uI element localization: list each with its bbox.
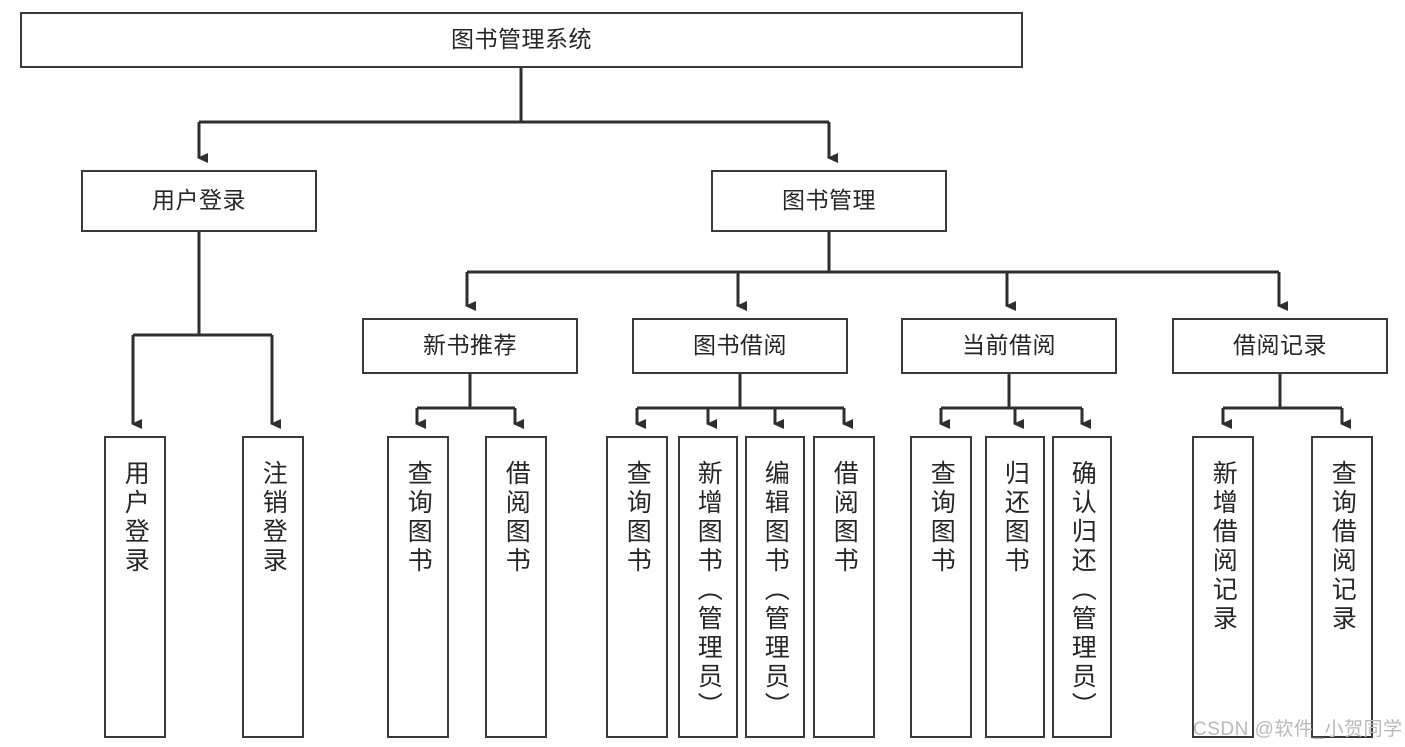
node-leaf-logout-label: 注销登录 <box>259 460 288 576</box>
node-leaf-user-login[interactable]: 用户登录 <box>104 436 166 738</box>
node-borrow-record[interactable]: 借阅记录 <box>1172 318 1388 374</box>
node-user-login-label: 用户登录 <box>152 187 246 214</box>
node-current-borrow[interactable]: 当前借阅 <box>901 318 1117 374</box>
node-leaf-query-book-2[interactable]: 查询图书 <box>606 436 668 738</box>
node-borrow-record-label: 借阅记录 <box>1233 332 1327 359</box>
node-leaf-edit-book-label: 编辑图书（管理员） <box>761 460 790 721</box>
csdn-watermark: CSDN @软件_小贺同学 <box>1193 719 1403 740</box>
node-leaf-add-borrow-record-label: 新增借阅记录 <box>1209 460 1238 634</box>
node-user-login[interactable]: 用户登录 <box>81 170 317 232</box>
node-leaf-borrow-book-2-label: 借阅图书 <box>830 460 859 576</box>
node-new-book-recommendation-label: 新书推荐 <box>423 332 517 359</box>
node-leaf-query-borrow-record[interactable]: 查询借阅记录 <box>1311 436 1373 738</box>
node-leaf-query-book-1[interactable]: 查询图书 <box>387 436 449 738</box>
node-leaf-add-book[interactable]: 新增图书（管理员） <box>678 436 738 738</box>
node-leaf-confirm-return[interactable]: 确认归还（管理员） <box>1052 436 1112 738</box>
node-leaf-query-book-3[interactable]: 查询图书 <box>910 436 972 738</box>
node-leaf-return-book-label: 归还图书 <box>1001 460 1030 576</box>
node-book-manage-label: 图书管理 <box>782 187 876 214</box>
node-leaf-query-book-2-label: 查询图书 <box>623 460 652 576</box>
node-leaf-add-book-label: 新增图书（管理员） <box>694 460 723 721</box>
node-book-manage[interactable]: 图书管理 <box>711 170 947 232</box>
node-leaf-logout[interactable]: 注销登录 <box>242 436 304 738</box>
node-leaf-borrow-book-1-label: 借阅图书 <box>502 460 531 576</box>
node-leaf-confirm-return-label: 确认归还（管理员） <box>1068 460 1097 721</box>
node-leaf-query-book-3-label: 查询图书 <box>927 460 956 576</box>
node-leaf-user-login-label: 用户登录 <box>121 460 150 576</box>
node-book-borrow[interactable]: 图书借阅 <box>632 318 848 374</box>
node-leaf-query-borrow-record-label: 查询借阅记录 <box>1328 460 1357 634</box>
node-book-borrow-label: 图书借阅 <box>693 332 787 359</box>
node-root[interactable]: 图书管理系统 <box>20 12 1023 68</box>
node-new-book-recommendation[interactable]: 新书推荐 <box>362 318 578 374</box>
node-current-borrow-label: 当前借阅 <box>962 332 1056 359</box>
node-leaf-add-borrow-record[interactable]: 新增借阅记录 <box>1192 436 1254 738</box>
node-leaf-borrow-book-2[interactable]: 借阅图书 <box>813 436 875 738</box>
node-root-label: 图书管理系统 <box>451 26 592 53</box>
node-leaf-return-book[interactable]: 归还图书 <box>985 436 1045 738</box>
node-leaf-query-book-1-label: 查询图书 <box>404 460 433 576</box>
node-leaf-borrow-book-1[interactable]: 借阅图书 <box>485 436 547 738</box>
node-leaf-edit-book[interactable]: 编辑图书（管理员） <box>745 436 805 738</box>
